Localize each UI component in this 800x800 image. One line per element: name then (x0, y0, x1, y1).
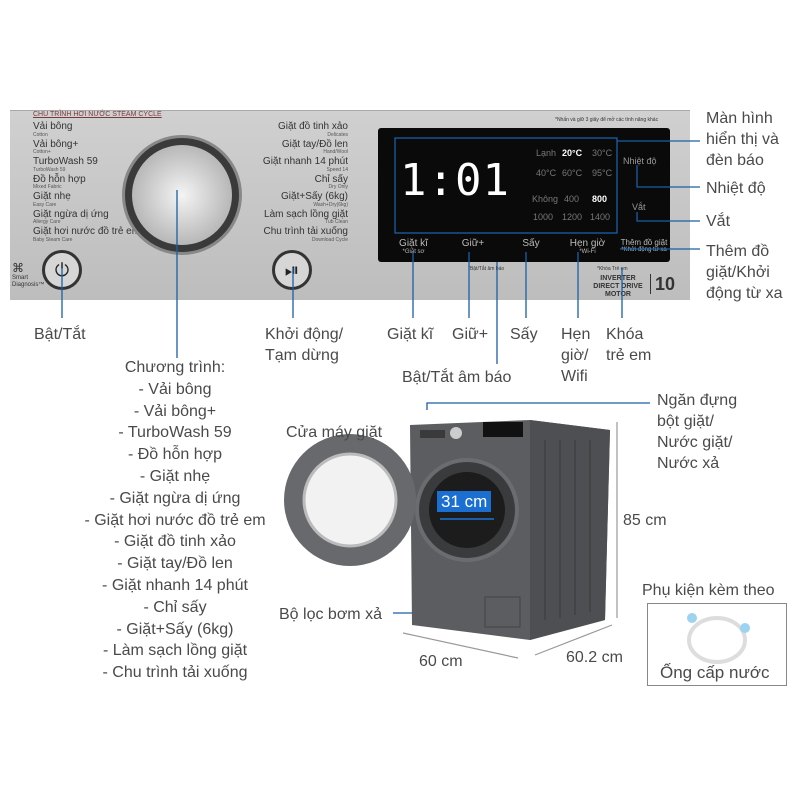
accessory-box (647, 603, 787, 686)
power-label: Bật/Tắt (34, 326, 86, 343)
spin-label: Vắt (706, 213, 731, 230)
list-item: - Giặt hơi nước đồ trẻ em (84, 511, 266, 529)
hold-label: Giữ+ (452, 326, 489, 343)
spin-option-selected: 800 (592, 194, 608, 204)
program-label: Vải bông+Cotton+ (33, 138, 79, 155)
program-list: Chương trình: - Vải bông - Vải bông+ - T… (40, 357, 310, 684)
detergent-drawer (420, 430, 445, 438)
spin-option: Không (532, 194, 559, 204)
height-label: 85 cm (623, 512, 667, 529)
display-outline (394, 137, 618, 234)
beep-label: Bật/Tắt âm báo (402, 369, 512, 386)
add-item-button[interactable]: Thêm đồ giặt*Khởi động từ xa (620, 238, 668, 253)
list-item: - Làm sạch lồng giặt (102, 642, 248, 660)
program-dial-knob[interactable] (132, 145, 232, 245)
program-list-title: Chương trình: (124, 359, 226, 376)
spin-option: 1400 (590, 212, 611, 222)
list-item: - Đồ hỗn hợp (127, 446, 223, 464)
timer-button[interactable]: Hẹn giờ*Wi-Fi (569, 238, 606, 255)
spin-option: 400 (564, 194, 580, 204)
pump-filter-cover (484, 596, 521, 628)
door-label: Cửa máy giặt (286, 424, 383, 441)
temp-option: 30°C (592, 148, 613, 158)
machine-dial (450, 427, 462, 439)
width-label: 60 cm (419, 653, 463, 670)
machine-display (483, 422, 523, 437)
hose-connector (687, 613, 697, 623)
child-lock-note: *Khóa Trẻ em (597, 266, 628, 272)
child-lock-label: Khóa trẻ em (606, 326, 652, 364)
list-item: - Giặt ngừa dị ứng (109, 489, 241, 507)
spin-option: 1200 (562, 212, 583, 222)
width-arrow (402, 632, 519, 659)
program-label: Giặt+Sấy (6kg)Wash+Dry(6kg) (281, 191, 348, 208)
accessory-title: Phụ kiện kèm theo (642, 582, 775, 599)
steam-cycle-header: CHU TRÌNH HƠI NƯỚC STEAM CYCLE (33, 111, 162, 118)
list-item: - TurboWash 59 (118, 424, 232, 442)
timer-label: Hẹn giờ/ Wifi (561, 326, 591, 385)
list-item: - Giặt đồ tinh xảo (114, 533, 236, 551)
leader-line (426, 402, 650, 410)
start-pause-label: Khởi động/ Tạm dừng (265, 326, 344, 364)
temp-option-selected: 20°C (562, 148, 583, 158)
list-item: - Chỉ sấy (143, 598, 207, 616)
filter-label: Bộ lọc bơm xả (279, 606, 382, 623)
list-item: - Vải bông+ (133, 402, 217, 420)
depth-label: 60.2 cm (566, 649, 623, 666)
smart-diagnosis: ⌘Smart Diagnosis™ (12, 261, 45, 289)
panel-note: *Nhấn và giữ 3 giây để mở các tính năng … (555, 117, 659, 123)
temp-option: 40°C (536, 168, 557, 178)
spin-option: 1000 (533, 212, 554, 222)
leader-line (636, 212, 700, 222)
time-display: 1:01 (400, 155, 510, 206)
door-glass (302, 452, 398, 548)
list-item: - Giặt+Sấy (6kg) (116, 620, 234, 638)
list-item: - Giặt nhẹ (139, 467, 211, 485)
hose-connector (740, 623, 750, 633)
list-item: - Chu trình tải xuống (102, 664, 248, 682)
hold-button[interactable]: Giữ+ (461, 238, 485, 249)
machine-side (530, 420, 610, 640)
add-item-label: Thêm đồ giặt/Khởi động từ xa (706, 243, 783, 302)
door-diameter-label: 31 cm (437, 491, 492, 512)
temp-option: Lạnh (536, 148, 557, 158)
smart-diagnosis-icon: ⌘ (12, 261, 24, 275)
list-item: - Giặt tay/Đồ len (117, 555, 233, 573)
accessory-item-label: Ống cấp nước (660, 663, 770, 682)
list-item: - Vải bông (138, 380, 212, 398)
depth-arrow (534, 624, 613, 656)
dry-label: Sấy (510, 326, 538, 343)
temperature-label: Nhiệt độ (706, 180, 766, 197)
start-pause-button[interactable]: ⏯ (272, 250, 312, 290)
temperature-button[interactable]: Nhiệt độ (623, 156, 657, 166)
temp-option: 60°C (562, 168, 583, 178)
leader-line (636, 165, 700, 188)
spin-button[interactable]: Vắt (632, 202, 646, 212)
temp-option: 95°C (592, 168, 613, 178)
warranty-badge: 10 (650, 274, 675, 294)
display-label: Màn hình hiển thị và đèn báo (706, 110, 779, 169)
beep-note: *Bật/Tắt âm báo (468, 266, 505, 272)
inverter-badge: INVERTER DIRECT DRIVE MOTOR (593, 275, 643, 298)
prewash-label: Giặt kĩ (387, 326, 434, 343)
dry-button[interactable]: Sấy (522, 238, 540, 249)
list-item: - Giặt nhanh 14 phút (102, 576, 248, 594)
drawer-label: Ngăn đựng bột giặt/ Nước giặt/ Nước xả (657, 392, 738, 472)
display-panel: 1:01 Lạnh 20°C 30°C 40°C 60°C 95°C Không… (378, 128, 670, 262)
play-pause-icon: ⏯ (284, 259, 300, 280)
water-hose-image (687, 616, 747, 664)
